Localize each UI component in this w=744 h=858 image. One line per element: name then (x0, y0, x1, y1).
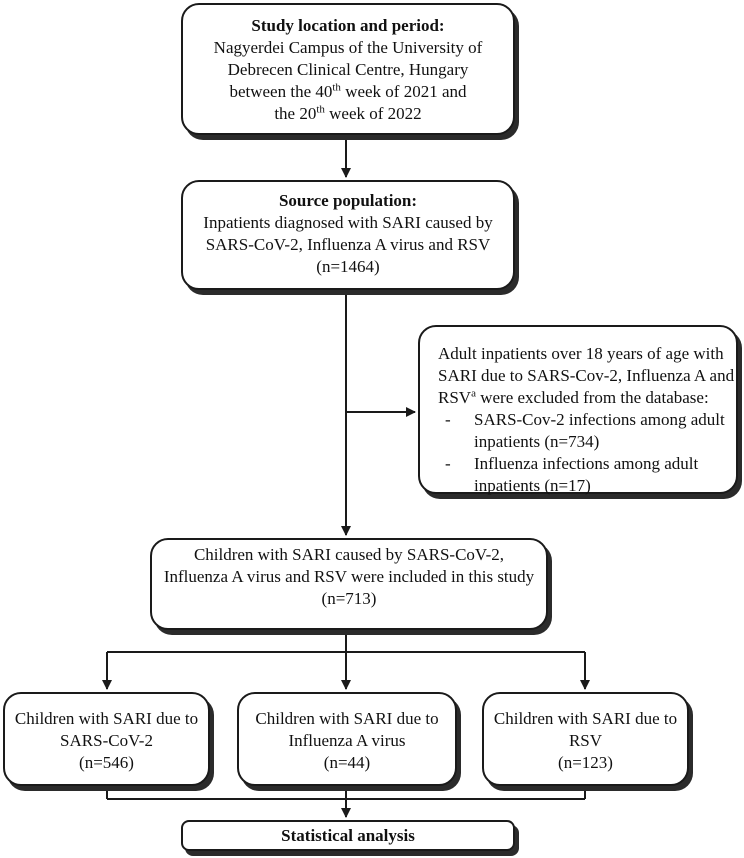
included-children-box: Children with SARI caused by SARS-CoV-2,… (150, 538, 548, 630)
analysis-label: Statistical analysis (281, 826, 415, 845)
group-count: (n=44) (323, 753, 371, 772)
exclusion-line-2: SARI due to SARS-Cov-2, Influenza A and (438, 366, 735, 385)
group-count: (n=123) (558, 753, 613, 772)
location-line-3: between the 40th week of 2021 and (229, 81, 467, 101)
source-count: (n=1464) (316, 257, 380, 276)
children-count: (n=713) (321, 589, 377, 608)
exclusion-item-influenza: - Influenza infections among adult inpat… (445, 454, 699, 495)
dash-marker: - (445, 454, 451, 473)
location-line-4: the 20th week of 2022 (274, 103, 422, 123)
group-rsv-box: Children with SARI due to RSV (n=123) (482, 692, 689, 786)
study-location-box: Study location and period: Nagyerdei Cam… (181, 3, 515, 135)
source-population-box: Source population: Inpatients diagnosed … (181, 180, 515, 290)
source-title: Source population: (278, 191, 418, 210)
source-line-1: Inpatients diagnosed with SARI caused by (203, 213, 493, 232)
exclusion-line-1: Adult inpatients over 18 years of age wi… (438, 344, 724, 363)
dash-marker: - (445, 410, 451, 429)
group-sars-cov-2-box: Children with SARI due to SARS-CoV-2 (n=… (3, 692, 210, 786)
exclusion-item-sars: - SARS-Cov-2 infections among adult inpa… (445, 410, 725, 451)
location-title: Study location and period: (251, 16, 445, 35)
children-line-2: Influenza A virus and RSV were included … (163, 567, 535, 586)
statistical-analysis-box: Statistical analysis (181, 820, 515, 851)
location-line-1: Nagyerdei Campus of the University of (213, 38, 483, 57)
source-line-2: SARS-CoV-2, Influenza A virus and RSV (205, 235, 491, 254)
children-line-1: Children with SARI caused by SARS-CoV-2, (193, 545, 505, 564)
group-influenza-box: Children with SARI due to Influenza A vi… (237, 692, 457, 786)
exclusion-box: Adult inpatients over 18 years of age wi… (418, 325, 738, 495)
group-count: (n=546) (79, 753, 134, 772)
location-line-2: Debrecen Clinical Centre, Hungary (227, 60, 469, 79)
exclusion-line-3: RSVa were excluded from the database: (438, 387, 709, 407)
